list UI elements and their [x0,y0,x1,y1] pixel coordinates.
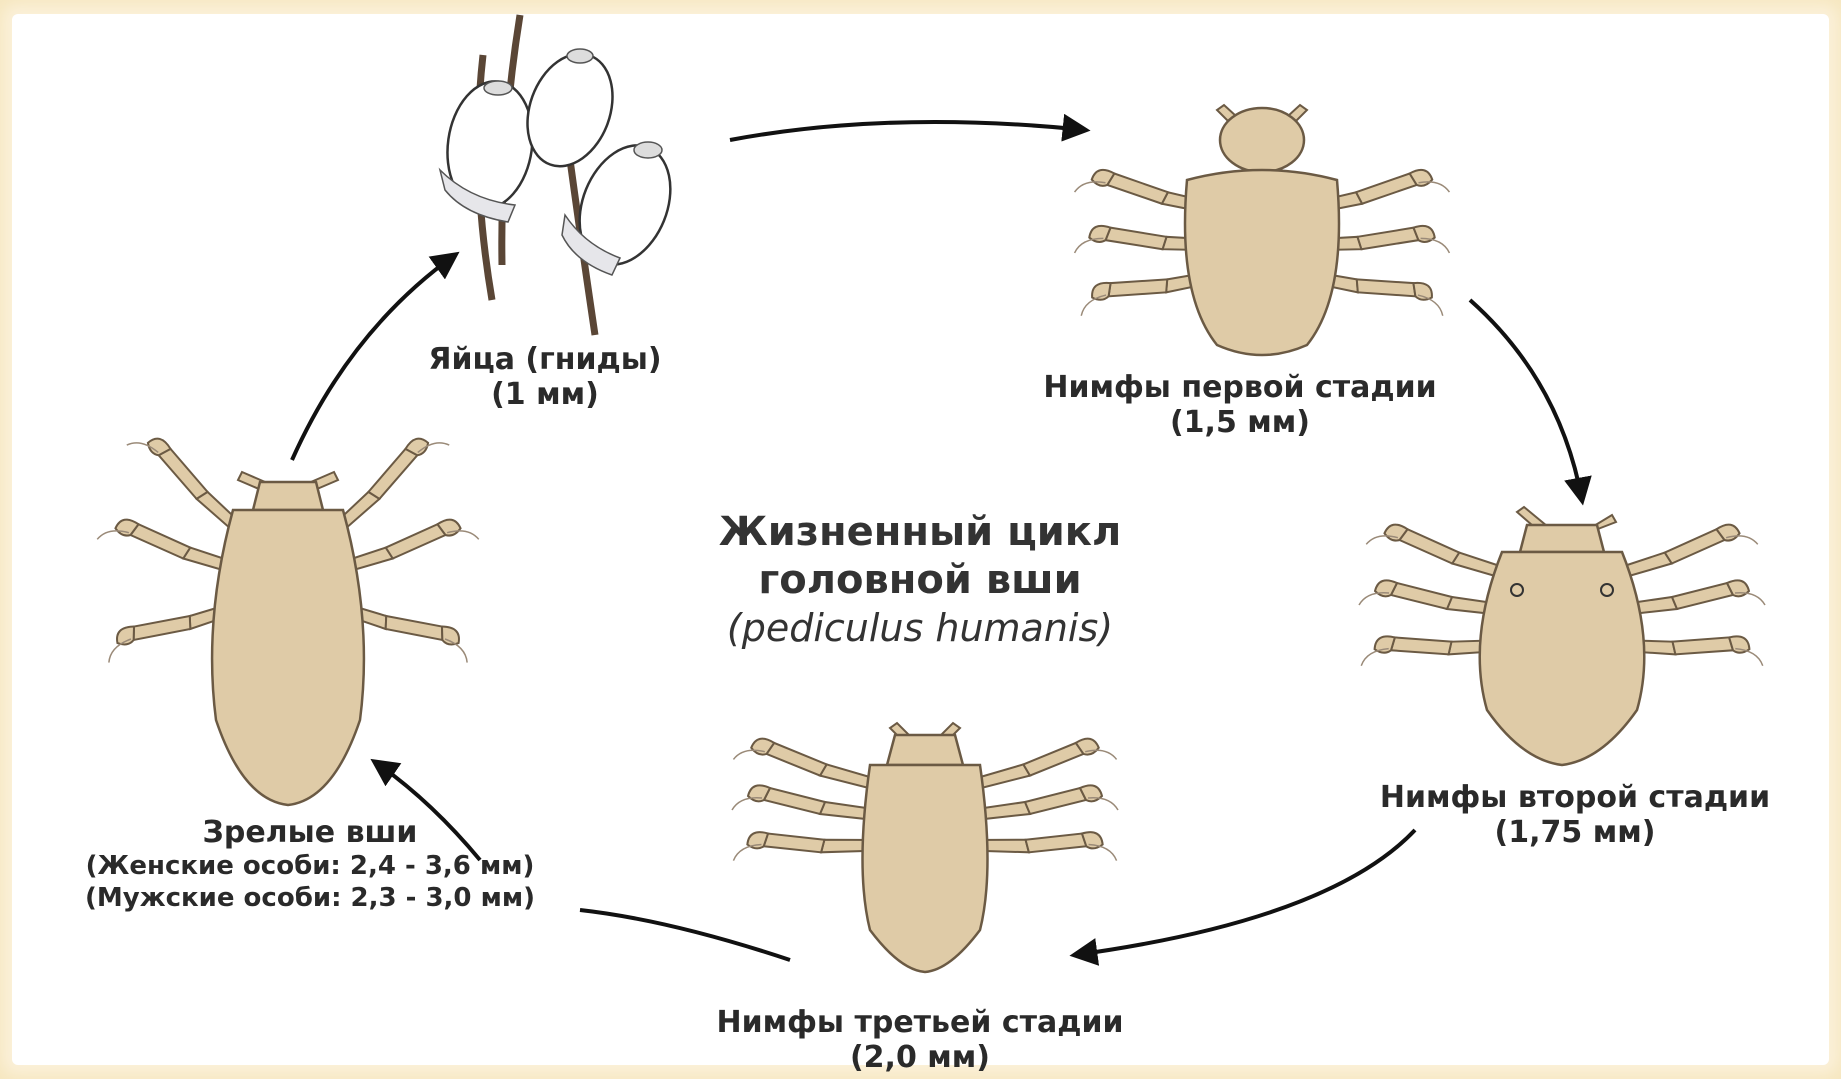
louse-nymph-icon [1072,105,1451,355]
louse-nymph-icon [1357,507,1767,765]
title-latin-name: (pediculus humanis) [640,604,1200,652]
diagram-title: Жизненный цикл головной вши (pediculus h… [640,508,1200,652]
stage-name: Яйца (гниды) [380,342,710,377]
stage-name: Нимфы первой стадии [955,370,1525,405]
louse-nymph-icon [730,723,1120,972]
stage-male-size: (Мужские особи: 2,3 - 3,0 мм) [30,882,590,914]
stage-name: Зрелые вши [30,815,590,850]
louse-adult-icon [96,425,481,805]
title-line-1: Жизненный цикл [640,508,1200,556]
stage-label-eggs: Яйца (гниды) (1 мм) [380,342,710,412]
stage-label-nymph3: Нимфы третьей стадии (2,0 мм) [640,1005,1200,1075]
stage-size: (1,75 мм) [1315,815,1835,850]
stage-name: Нимфы третьей стадии [640,1005,1200,1040]
stage-label-nymph2: Нимфы второй стадии (1,75 мм) [1315,780,1835,850]
stage-label-nymph1: Нимфы первой стадии (1,5 мм) [955,370,1525,440]
title-line-2: головной вши [640,556,1200,604]
louse-egg-icon [440,15,688,335]
stage-name: Нимфы второй стадии [1315,780,1835,815]
stage-label-adult: Зрелые вши (Женские особи: 2,4 - 3,6 мм)… [30,815,590,914]
stage-size: (1 мм) [380,377,710,412]
stage-female-size: (Женские особи: 2,4 - 3,6 мм) [30,850,590,882]
stage-size: (1,5 мм) [955,405,1525,440]
stage-size: (2,0 мм) [640,1040,1200,1075]
